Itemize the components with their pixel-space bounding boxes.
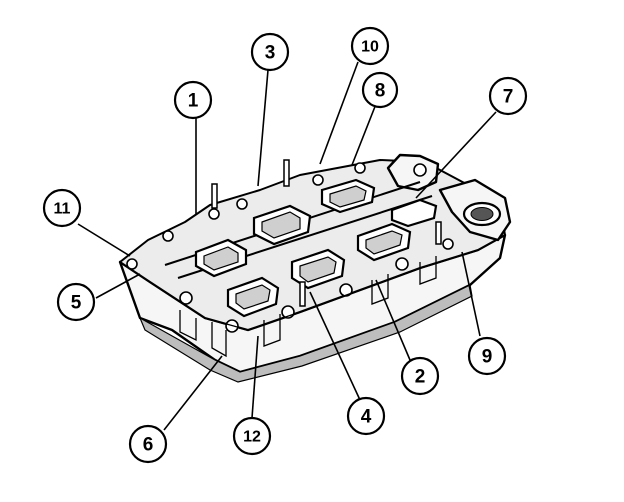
lower-ports (226, 198, 438, 318)
callout-label: 4 (361, 407, 372, 428)
callout-9: 9 (467, 336, 507, 376)
front-bolts (126, 238, 454, 333)
callout-label: 5 (71, 293, 82, 314)
stud (435, 221, 442, 245)
boss (263, 314, 281, 347)
callout-2: 2 (400, 356, 440, 396)
callout-circle (467, 336, 507, 376)
port-lower-1-inner (235, 284, 271, 310)
leader-6 (163, 355, 223, 431)
bolt (354, 162, 366, 174)
callout-10: 10 (350, 26, 390, 66)
callout-label: 12 (243, 429, 261, 446)
boss (371, 274, 389, 305)
bolt (126, 258, 138, 270)
wall-line (149, 249, 479, 331)
port-rear-1 (390, 198, 438, 228)
callout-circle (128, 424, 168, 464)
callout-circle (346, 396, 386, 436)
port-upper-2-inner (261, 211, 301, 239)
callout-circle (42, 188, 82, 228)
callout-label: 7 (503, 87, 514, 108)
bolt (442, 238, 454, 250)
boss (419, 256, 437, 285)
callout-6: 6 (128, 424, 168, 464)
leader-5 (95, 273, 141, 299)
callout-label: 6 (143, 435, 154, 456)
callout-label: 9 (482, 347, 493, 368)
bracket-hole (413, 163, 427, 177)
bolt (162, 230, 174, 242)
callout-label: 1 (188, 91, 199, 112)
bolt (395, 257, 409, 271)
rear-bolts (162, 162, 366, 242)
stud (299, 281, 306, 307)
port-lower-2-inner (299, 256, 337, 283)
leader-2 (375, 279, 411, 361)
bolt (179, 291, 193, 305)
leader-7 (415, 111, 497, 199)
leader-8 (351, 103, 377, 166)
leader-12 (251, 335, 259, 419)
boss (211, 322, 227, 358)
callout-circle (400, 356, 440, 396)
bolt (339, 283, 353, 297)
studs (211, 159, 442, 307)
callout-circle (56, 282, 96, 322)
callout-12: 12 (232, 416, 272, 456)
callout-circle (173, 80, 213, 120)
callout-3: 3 (250, 32, 290, 72)
leader-11 (77, 223, 131, 257)
callout-1: 1 (173, 80, 213, 120)
callout-label: 8 (375, 81, 386, 102)
upper-ports (194, 178, 376, 278)
callout-7: 7 (488, 76, 528, 116)
callout-circle (350, 26, 390, 66)
bolt (236, 198, 248, 210)
callout-circle (488, 76, 528, 116)
stud (211, 183, 218, 209)
port-upper-1-inner (203, 246, 239, 271)
leader-4 (309, 291, 361, 401)
throttle-bore-inner (470, 207, 494, 221)
callout-label: 2 (415, 367, 426, 388)
callout-label: 11 (54, 201, 71, 218)
boss (179, 310, 197, 342)
port-upper-3-inner (329, 185, 367, 208)
callout-circle (361, 71, 399, 109)
bolt (312, 174, 324, 186)
callouts: 1 2 3 4 5 6 7 8 (42, 26, 528, 464)
leader-3 (257, 69, 269, 187)
leader-lines (77, 61, 497, 431)
front-wall-details (149, 249, 479, 358)
intake-manifold (118, 153, 512, 383)
leader-10 (319, 61, 359, 165)
callout-8: 8 (361, 71, 399, 109)
stud (283, 159, 290, 187)
callout-label: 3 (265, 43, 276, 64)
rear-bracket (386, 153, 440, 192)
callout-5: 5 (56, 282, 96, 322)
callout-11: 11 (42, 188, 82, 228)
callout-circle (250, 32, 290, 72)
callout-4: 4 (346, 396, 386, 436)
callout-circle (232, 416, 272, 456)
leader-9 (461, 251, 481, 337)
bolt (208, 208, 220, 220)
callout-label: 10 (361, 39, 379, 56)
port-lower-3-inner (365, 230, 403, 255)
